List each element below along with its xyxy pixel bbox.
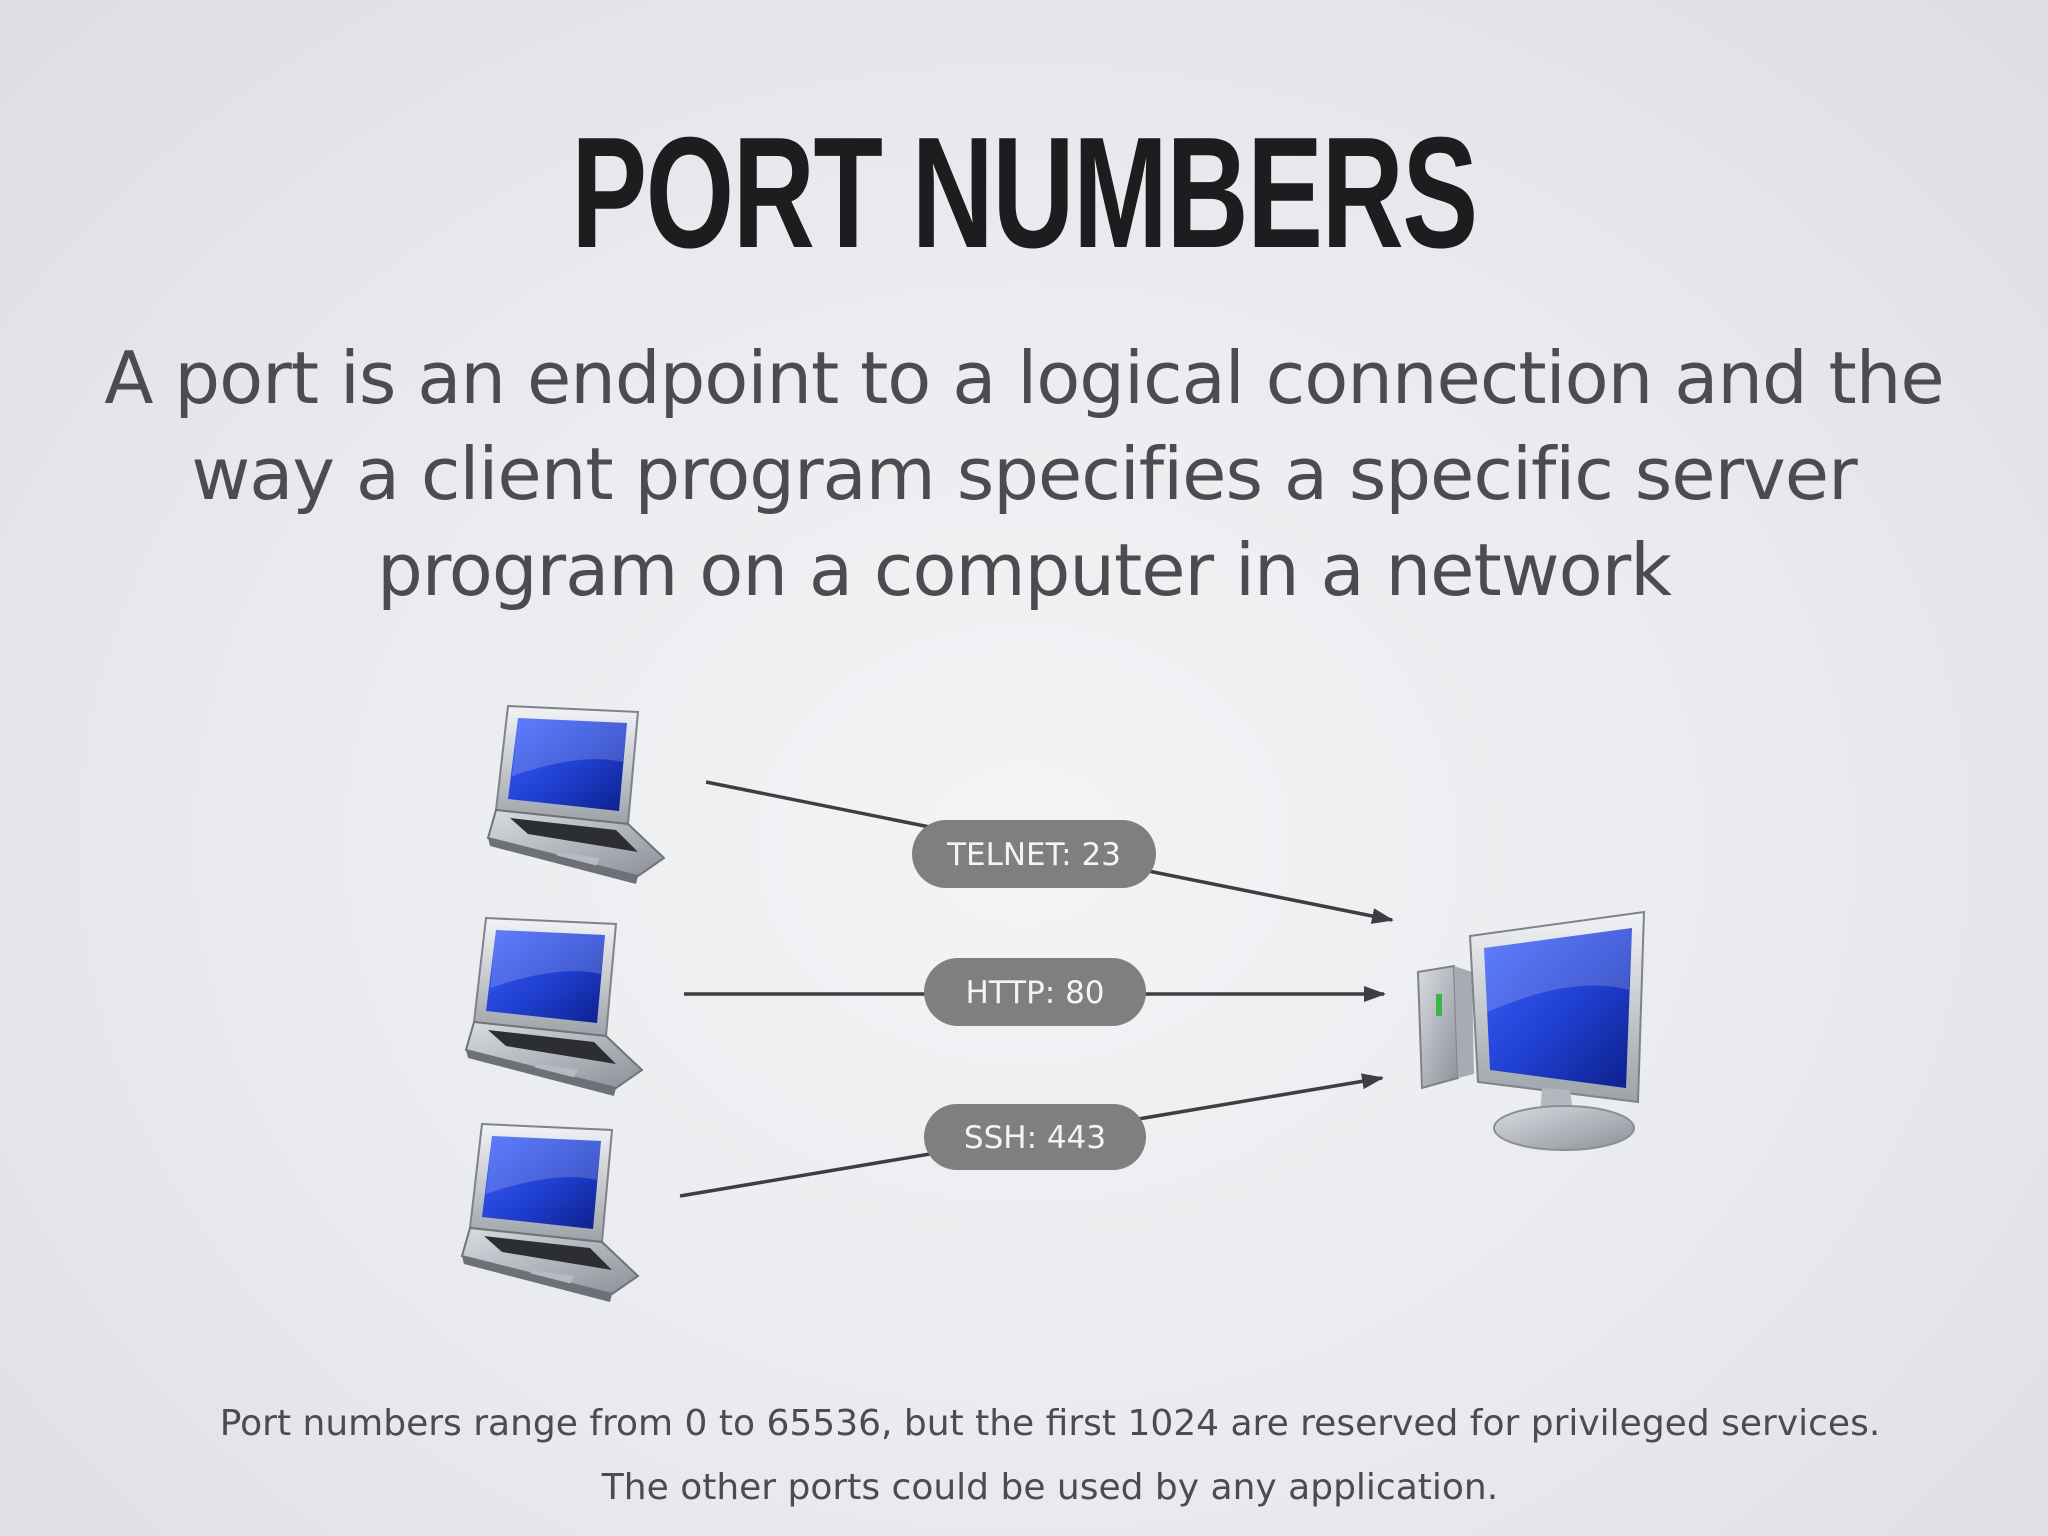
laptop-icon (487, 705, 665, 885)
subtitle-line: program on a computer in a network (377, 528, 1672, 612)
laptop-icon (465, 917, 643, 1097)
desktop-computer-icon (1417, 911, 1645, 1151)
port-label-text: TELNET: 23 (946, 837, 1121, 873)
port-label-ssh: SSH: 443 (924, 1104, 1146, 1170)
slide-title: PORT NUMBERS (571, 105, 1478, 281)
port-label-text: HTTP: 80 (965, 975, 1104, 1011)
footnote-line: Port numbers range from 0 to 65536, but … (219, 1403, 1881, 1444)
port-label-telnet: TELNET: 23 (912, 820, 1156, 888)
slide-subtitle: A port is an endpoint to a logical conne… (104, 330, 1944, 618)
slide-footnote: Port numbers range from 0 to 65536, but … (150, 1392, 1950, 1520)
port-label-http: HTTP: 80 (924, 958, 1146, 1026)
footnote-line: The other ports could be used by any app… (601, 1467, 1499, 1508)
subtitle-line: way a client program specifies a specifi… (191, 432, 1857, 516)
laptop-icon (461, 1123, 639, 1303)
subtitle-line: A port is an endpoint to a logical conne… (104, 336, 1944, 420)
port-label-text: SSH: 443 (964, 1120, 1106, 1156)
